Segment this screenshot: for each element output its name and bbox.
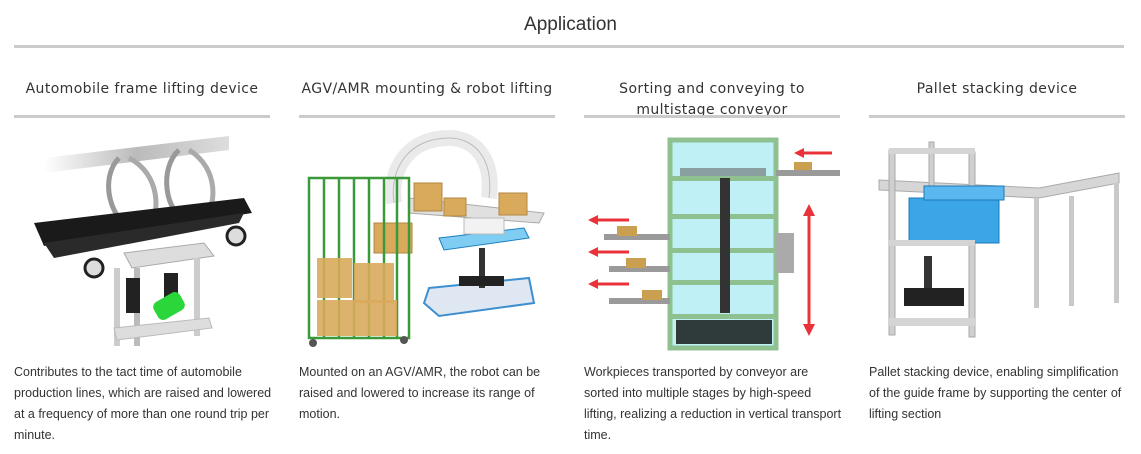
card-heading: AGV/AMR mounting & robot lifting — [301, 81, 553, 97]
title-divider — [14, 45, 1124, 48]
card-description: Contributes to the tact time of automobi… — [14, 365, 272, 442]
page-title: Application — [524, 14, 617, 35]
application-card-multistage-conveyor: Sorting and conveying to multistage conv… — [584, 0, 841, 454]
card-heading: Pallet stacking device — [916, 81, 1078, 97]
card-divider — [584, 115, 840, 118]
card-divider — [299, 115, 555, 118]
agv-robot-lifting-illustration — [307, 129, 545, 347]
application-card-pallet-stacking: Pallet stacking device Pallet stacking d… — [869, 0, 1125, 454]
application-card-automobile: Automobile frame lifting device Contribu… — [14, 0, 271, 454]
card-divider — [14, 115, 270, 118]
card-description: Pallet stacking device, enabling simplif… — [869, 365, 1122, 421]
pallet-stacking-illustration — [878, 141, 1120, 338]
card-heading: Sorting and conveying to multistage conv… — [619, 81, 805, 118]
application-card-agv-robot: AGV/AMR mounting & robot lifting Mounted… — [299, 0, 555, 454]
card-heading: Automobile frame lifting device — [25, 81, 259, 97]
card-description: Mounted on an AGV/AMR, the robot can be … — [299, 365, 541, 421]
card-divider — [869, 115, 1125, 118]
automobile-frame-lifting-illustration — [34, 136, 252, 346]
multistage-conveyor-illustration — [588, 137, 840, 351]
card-description: Workpieces transported by conveyor are s… — [584, 365, 842, 442]
